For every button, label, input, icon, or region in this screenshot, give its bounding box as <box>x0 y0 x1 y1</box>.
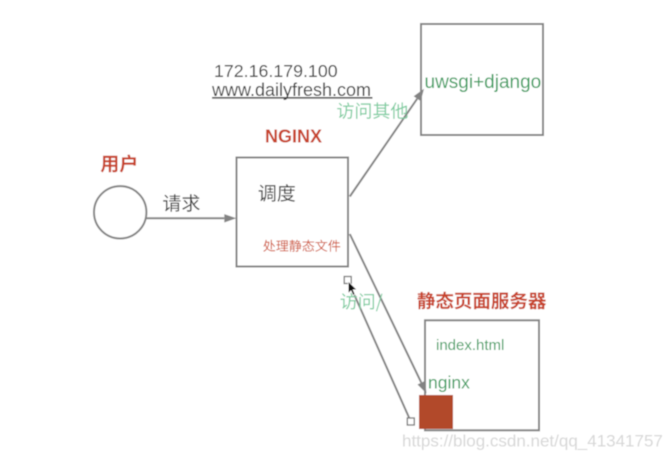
svg-text:index.html: index.html <box>436 337 504 354</box>
svg-text:nginx: nginx <box>428 373 470 393</box>
svg-text:www.dailyfresh.com: www.dailyfresh.com <box>211 80 371 100</box>
svg-text:172.16.179.100: 172.16.179.100 <box>214 61 338 81</box>
svg-text:NGINX: NGINX <box>265 127 322 147</box>
svg-text:https://blog.csdn.net/qq_41341: https://blog.csdn.net/qq_41341757 <box>402 432 663 451</box>
svg-text:uwsgi+django: uwsgi+django <box>425 72 542 93</box>
